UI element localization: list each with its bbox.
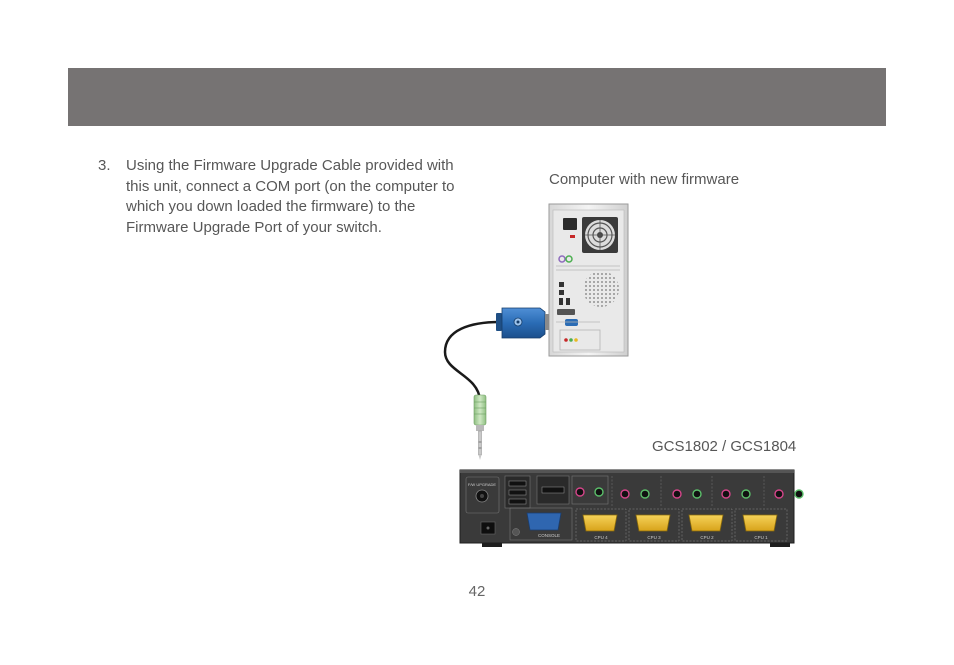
cpu-port-4: CPU 4 <box>575 489 650 542</box>
step-text: Using the Firmware Upgrade Cable provide… <box>126 157 455 236</box>
fw-upgrade-label: F/W UPGRADE <box>468 482 497 487</box>
console-label: CONSOLE <box>538 533 560 538</box>
computer-tower <box>548 203 629 357</box>
page-number: 42 <box>468 583 486 600</box>
db9-connector <box>496 307 549 339</box>
header-band <box>68 68 886 126</box>
cpu-port-3: CPU 3 <box>628 489 702 542</box>
kvm-switch-rear: F/W UPGRADE CONSOLE CPU 4 <box>459 469 804 547</box>
switch-caption: GCS1802 / GCS1804 <box>652 438 797 455</box>
cpu-port-1: CPU 1 <box>734 489 804 542</box>
cpu-4-label: CPU 4 <box>594 535 608 540</box>
cpu-3-label: CPU 3 <box>647 535 661 540</box>
audio-plug <box>473 394 487 460</box>
firmware-upgrade-cable <box>443 307 549 460</box>
step-number: 3. <box>98 157 111 174</box>
computer-caption: Computer with new firmware <box>549 171 740 188</box>
cpu-2-label: CPU 2 <box>700 535 714 540</box>
cpu-port-2: CPU 2 <box>681 489 751 542</box>
cpu-1-label: CPU 1 <box>754 535 768 540</box>
